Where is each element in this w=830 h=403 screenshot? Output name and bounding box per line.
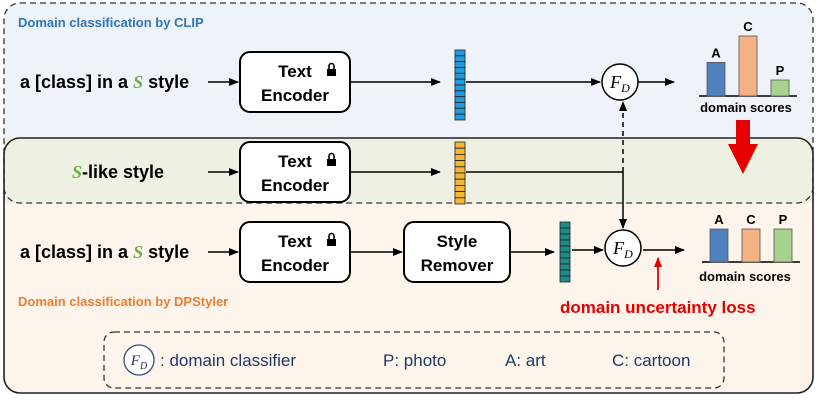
embedding-cell — [559, 257, 571, 265]
embedding-cell — [559, 251, 571, 259]
embedding-cell — [454, 184, 466, 192]
clip-style-token: S — [133, 72, 143, 92]
legend-box — [103, 331, 725, 389]
score-bar-c — [741, 228, 761, 263]
dpstyler-style-token: S — [133, 242, 143, 262]
clip-text-encoder: Text Encoder — [239, 51, 351, 113]
score-label-p: P — [776, 63, 785, 78]
clip-domain-classifier: FD — [601, 63, 639, 101]
embedding-cell — [454, 49, 466, 57]
score-label-a: A — [711, 45, 721, 60]
embedding-cell — [454, 166, 466, 174]
embedding-cell — [454, 84, 466, 92]
clip-region-border — [3, 2, 814, 204]
score-label-c: C — [746, 212, 756, 227]
score-label-c: C — [743, 19, 753, 34]
svg-text:Remover: Remover — [421, 256, 494, 275]
score-bar-a — [709, 228, 729, 263]
embedding-cell — [454, 160, 466, 168]
embedding-cell — [559, 221, 571, 229]
svg-text:FD: FD — [609, 72, 630, 95]
dpstyler-domain-scores-caption: domain scores — [699, 269, 791, 284]
embedding-cell — [559, 269, 571, 277]
legend-photo: P: photo — [383, 351, 446, 370]
embedding-cell — [454, 153, 466, 161]
clip-domain-scores-chart: A C P — [699, 19, 797, 97]
embedding-cell — [454, 113, 466, 121]
embedding-cell — [454, 197, 466, 205]
score-bar-c — [738, 35, 758, 97]
clip-domain-scores-caption: domain scores — [700, 100, 792, 115]
embedding-cell — [454, 107, 466, 115]
embedding-cell — [454, 102, 466, 109]
clip-text-embedding — [454, 49, 466, 121]
slike-prompt: S-like style — [72, 162, 164, 182]
dpstyler-text-embedding — [559, 221, 571, 283]
embedding-cell — [454, 178, 466, 186]
svg-text:Encoder: Encoder — [261, 86, 329, 105]
embedding-cell — [454, 78, 466, 86]
slike-style-token: S — [72, 162, 82, 182]
legend-art: A: art — [505, 351, 546, 370]
dpstyler-region-title: Domain classification by DPStyler — [18, 294, 228, 309]
lock-icon — [327, 152, 336, 166]
svg-text:FD: FD — [612, 238, 633, 261]
lock-icon — [327, 62, 336, 76]
svg-text:Text: Text — [278, 152, 312, 171]
legend-cartoon: C: cartoon — [612, 351, 690, 370]
dpstyler-text-encoder: Text Encoder — [239, 221, 351, 283]
lock-icon — [327, 232, 336, 246]
embedding-cell — [454, 141, 466, 149]
score-transfer-arrow — [728, 120, 758, 174]
embedding-cell — [454, 147, 466, 155]
embedding-cell — [454, 55, 466, 63]
svg-text:Encoder: Encoder — [261, 176, 329, 195]
embedding-cell — [454, 90, 466, 98]
svg-text:FD: FD — [130, 353, 148, 372]
score-label-a: A — [714, 212, 724, 227]
svg-text:Encoder: Encoder — [261, 256, 329, 275]
embedding-cell — [454, 96, 466, 103]
clip-prompt: a [class] in a S style — [20, 72, 189, 92]
legend-classifier-symbol: FD — [123, 344, 155, 376]
embedding-cell — [454, 61, 466, 68]
score-bar-p — [770, 79, 790, 97]
style-remover: Style Remover — [403, 221, 511, 283]
embedding-cell — [454, 67, 466, 74]
svg-text:Style: Style — [437, 232, 478, 251]
slike-text-encoder: Text Encoder — [239, 141, 351, 203]
embedding-cell — [454, 72, 466, 80]
embedding-cell — [559, 275, 571, 283]
dpstyler-region-border — [3, 137, 814, 394]
dpstyler-domain-classifier: FD — [604, 229, 642, 267]
score-bar-p — [773, 228, 793, 263]
svg-text:Text: Text — [278, 232, 312, 251]
domain-uncertainty-loss-label: domain uncertainty loss — [560, 298, 756, 317]
svg-text:Text: Text — [278, 62, 312, 81]
embedding-cell — [559, 227, 571, 235]
score-label-p: P — [779, 212, 788, 227]
embedding-cell — [559, 245, 571, 253]
score-bar-a — [706, 62, 726, 97]
embedding-cell — [454, 172, 466, 180]
embedding-cell — [559, 233, 571, 241]
embedding-cell — [559, 239, 571, 247]
embedding-cell — [454, 191, 466, 199]
legend-classifier-text: : domain classifier — [160, 351, 296, 370]
overlap-region — [4, 138, 813, 203]
dpstyler-prompt: a [class] in a S style — [20, 242, 189, 262]
slike-text-embedding — [454, 141, 466, 205]
clip-region-title: Domain classification by CLIP — [18, 15, 204, 30]
embedding-cell — [559, 263, 571, 271]
